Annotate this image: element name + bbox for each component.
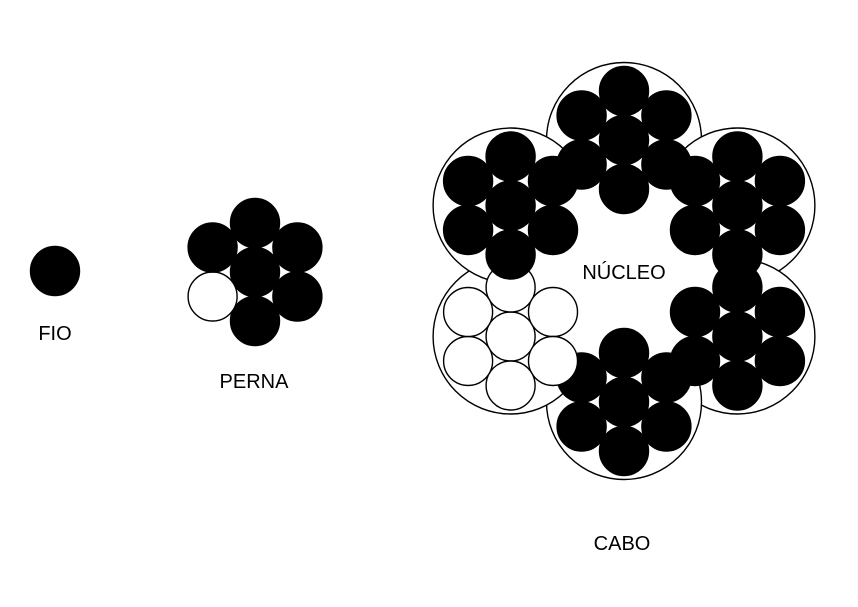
rope-wire (712, 180, 763, 231)
rope-wire (669, 204, 721, 256)
strand-label: PERNA (220, 371, 290, 393)
rope-wire (712, 360, 763, 411)
rope-wire (641, 90, 692, 141)
rope-label: CABO (594, 533, 651, 555)
rope-wire (598, 163, 650, 215)
rope-wire (598, 376, 650, 428)
rope-wire (527, 204, 579, 256)
rope-wire-empty (442, 286, 494, 338)
rope-strand (669, 131, 806, 280)
rope-wire-empty (485, 311, 536, 362)
rope-wire (598, 327, 650, 379)
rope-wire-empty (527, 335, 579, 387)
rope-wire (527, 155, 579, 207)
rope-wire (712, 262, 763, 313)
rope-group (432, 61, 816, 481)
rope-wire (598, 425, 650, 477)
strand-wire (272, 271, 323, 322)
rope-wire-empty (527, 286, 579, 338)
rope-wire (485, 180, 536, 231)
rope-wire (669, 286, 721, 338)
rope-wire-empty (485, 360, 536, 411)
rope-wire (442, 155, 494, 207)
rope-wire (485, 229, 536, 280)
rope-wire (754, 155, 806, 207)
strand-wire-empty (187, 271, 238, 322)
rope-wire (598, 65, 650, 117)
rope-wire (598, 114, 650, 166)
rope-strand (669, 262, 806, 411)
core-label: NÚCLEO (582, 261, 665, 284)
rope-wire (485, 131, 536, 182)
rope-wire (754, 204, 806, 256)
wire-group (29, 245, 81, 297)
rope-wire (712, 131, 763, 182)
rope-wire (712, 311, 763, 362)
rope-wire (641, 401, 692, 452)
strand-wire (229, 295, 281, 347)
strand-group (187, 197, 323, 347)
rope-wire (556, 401, 607, 452)
rope-wire (556, 90, 607, 141)
rope-strand (556, 327, 692, 477)
strand-wire (187, 222, 238, 273)
strand-wire (272, 222, 323, 273)
rope-wire (641, 352, 692, 403)
rope-wire (754, 335, 806, 387)
rope-strand-empty (442, 262, 579, 411)
rope-wire (754, 286, 806, 338)
wire-circle (29, 245, 81, 297)
wire-label: FIO (38, 323, 71, 345)
rope-wire (442, 204, 494, 256)
rope-wire-empty (442, 335, 494, 387)
strand-wire (229, 246, 281, 298)
rope-wire (669, 155, 721, 207)
strand-wire (229, 197, 281, 249)
rope-strand (442, 131, 579, 280)
